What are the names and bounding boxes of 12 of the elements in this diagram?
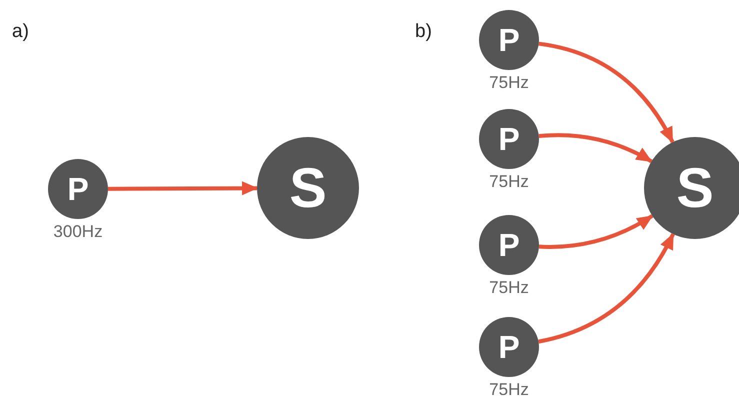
frequency-label: 75Hz: [489, 173, 529, 190]
frequency-label: 300Hz: [53, 223, 103, 240]
panel-label: a): [12, 22, 29, 41]
panel-label: b): [415, 22, 432, 41]
frequency-label: 75Hz: [489, 381, 529, 398]
arrow: [538, 233, 675, 344]
arrow: [538, 133, 652, 164]
frequency-label: 75Hz: [489, 279, 529, 296]
arrow: [108, 181, 258, 196]
frequency-label: 75Hz: [489, 74, 529, 91]
arrow: [538, 42, 674, 144]
arrow: [538, 214, 654, 249]
